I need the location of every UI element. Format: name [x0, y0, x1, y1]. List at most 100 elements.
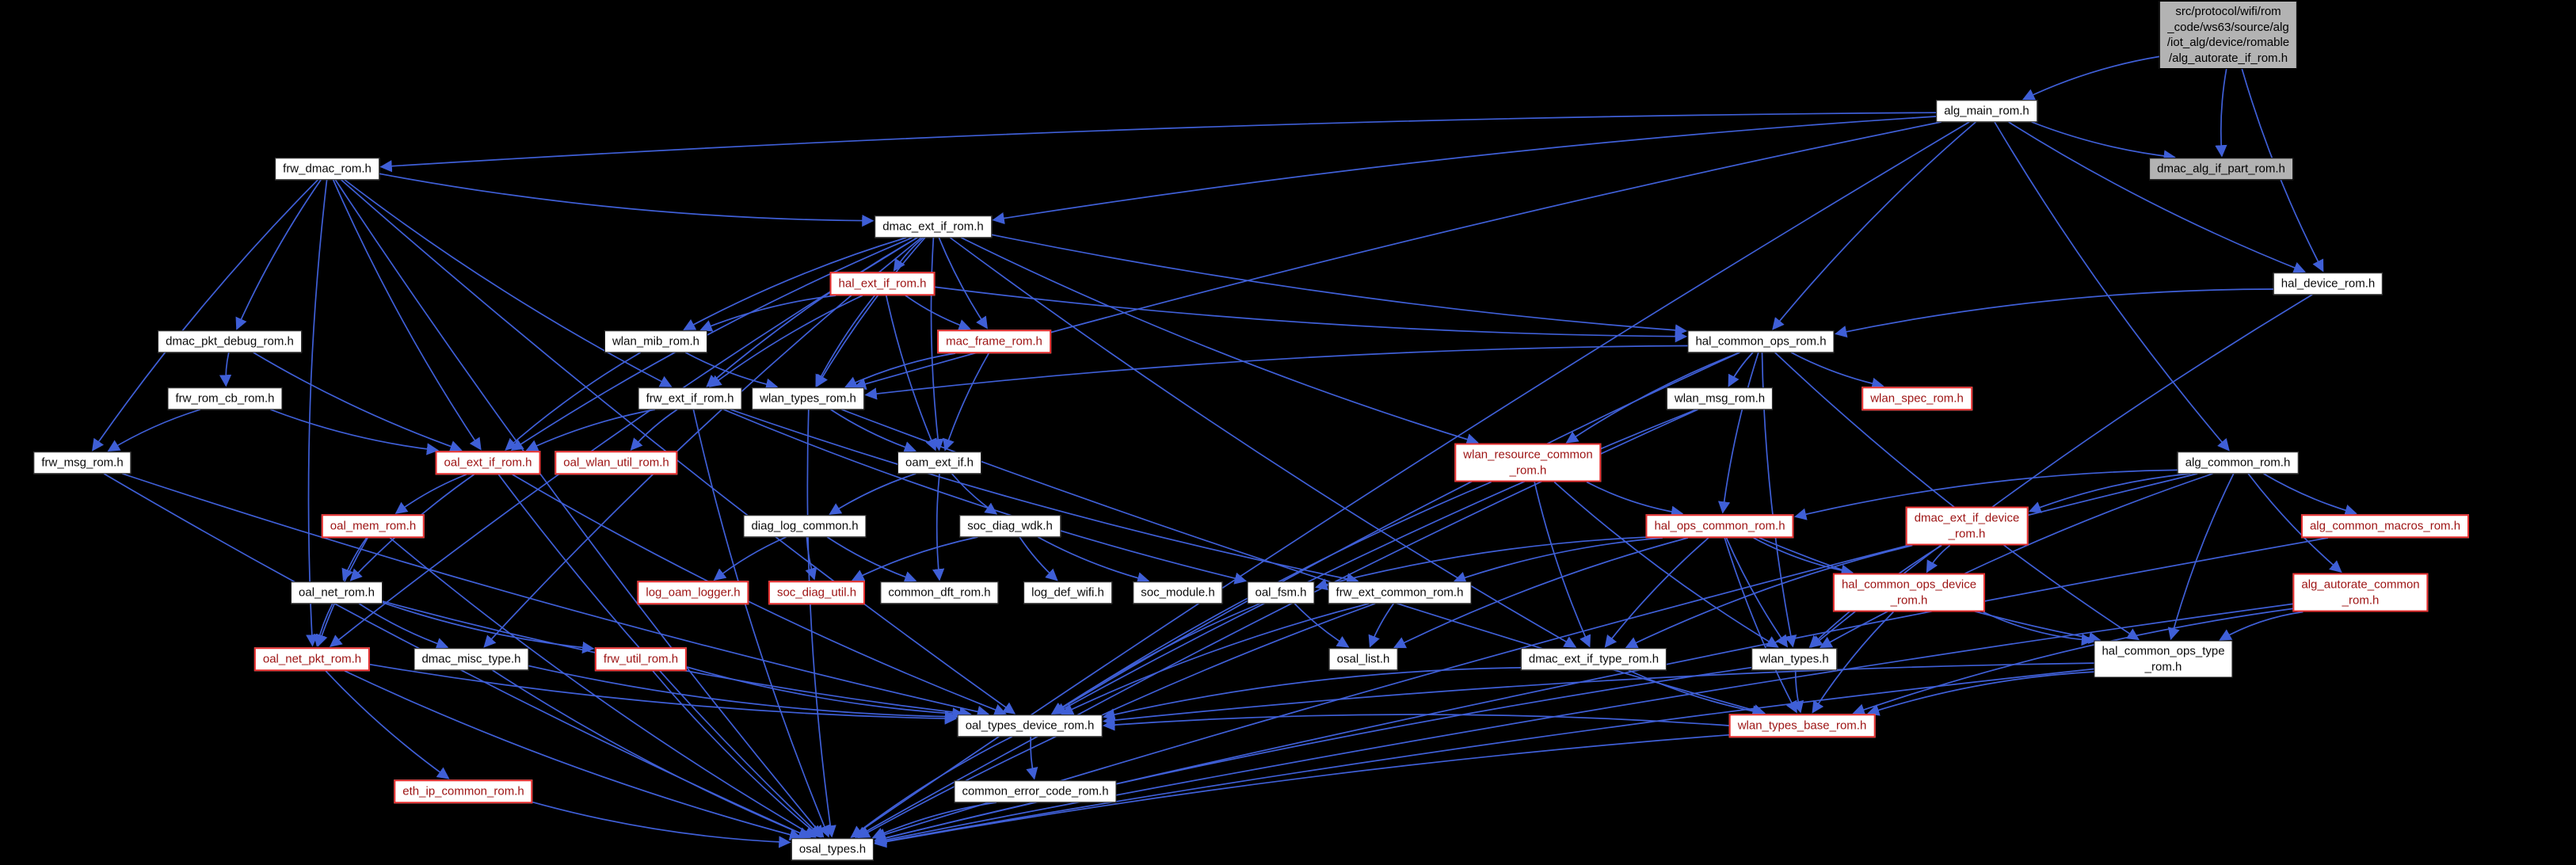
graph-node-alg_common_rom[interactable]: alg_common_rom.h	[2177, 452, 2299, 474]
graph-edge-frw_dmac_rom--oal_types_device_rom	[341, 179, 1016, 714]
graph-node-alg_autorate_common_rom[interactable]: alg_autorate_common _rom.h	[2292, 573, 2429, 612]
graph-node-soc_module[interactable]: soc_module.h	[1133, 581, 1223, 604]
graph-node-wlan_msg_rom[interactable]: wlan_msg_rom.h	[1666, 387, 1774, 410]
graph-edge-alg_common_rom--dmac_ext_if_device_rom	[2028, 473, 2191, 513]
graph-edge-hal_ops_common_rom--frw_ext_common_rom	[1453, 537, 1663, 584]
graph-node-oal_wlan_util_rom[interactable]: oal_wlan_util_rom.h	[554, 451, 678, 474]
graph-node-frw_ext_if_rom[interactable]: frw_ext_if_rom.h	[638, 387, 742, 410]
graph-edge-dmac_misc_type--osal_types	[492, 669, 812, 839]
graph-edge-frw_dmac_rom--frw_ext_if_rom	[344, 179, 673, 387]
graph-edge-alg_common_rom--hal_common_ops_type_rom	[2167, 473, 2235, 641]
graph-edge-mac_frame_rom--oam_ext_if	[943, 352, 989, 452]
graph-node-dmac_misc_type[interactable]: dmac_misc_type.h	[413, 648, 529, 670]
graph-node-dmac_pkt_debug_rom[interactable]: dmac_pkt_debug_rom.h	[158, 330, 302, 352]
graph-edge-wlan_types_base_rom--osal_types	[874, 734, 1729, 848]
graph-edge-wlan_types_rom--oam_ext_if	[830, 409, 916, 453]
graph-edge-root--alg_main_rom	[2022, 55, 2160, 101]
graph-node-hal_common_ops_rom[interactable]: hal_common_ops_rom.h	[1687, 330, 1835, 352]
graph-node-frw_ext_common_rom[interactable]: frw_ext_common_rom.h	[1328, 581, 1472, 604]
graph-edge-dmac_ext_if_rom--hal_common_ops_rom	[991, 234, 1688, 337]
graph-node-oal_net_rom[interactable]: oal_net_rom.h	[291, 581, 383, 604]
graph-node-frw_rom_cb_rom[interactable]: frw_rom_cb_rom.h	[167, 387, 283, 410]
graph-node-oal_types_device_rom[interactable]: oal_types_device_rom.h	[957, 714, 1103, 737]
graph-edge-dmac_ext_if_device_rom--dmac_ext_if_type_rom	[1625, 544, 1913, 649]
graph-node-oal_ext_if_rom[interactable]: oal_ext_if_rom.h	[435, 451, 541, 474]
graph-node-oal_fsm[interactable]: oal_fsm.h	[1247, 581, 1315, 604]
graph-node-wlan_types_rom[interactable]: wlan_types_rom.h	[752, 387, 864, 410]
graph-edge-alg_autorate_common_rom--wlan_types_base_rom	[1852, 608, 2293, 716]
graph-node-hal_common_ops_device_rom[interactable]: hal_common_ops_device _rom.h	[1832, 573, 1986, 612]
graph-node-dmac_alg_if_part_rom[interactable]: dmac_alg_if_part_rom.h	[2149, 158, 2293, 180]
graph-node-frw_msg_rom[interactable]: frw_msg_rom.h	[33, 452, 131, 474]
graph-node-wlan_resource_common_rom[interactable]: wlan_resource_common _rom.h	[1454, 443, 1602, 482]
graph-node-log_oam_logger[interactable]: log_oam_logger.h	[637, 581, 749, 604]
graph-edge-alg_main_rom--hal_common_ops_rom	[1772, 121, 1976, 330]
graph-edge-dmac_ext_if_rom--hal_ext_if_rom	[893, 237, 924, 272]
graph-node-soc_diag_util[interactable]: soc_diag_util.h	[768, 581, 866, 604]
graph-node-common_dft_rom[interactable]: common_dft_rom.h	[880, 581, 999, 604]
graph-node-hal_common_ops_type_rom[interactable]: hal_common_ops_type _rom.h	[2094, 640, 2233, 678]
graph-edge-hal_ext_if_rom--frw_ext_if_rom	[708, 295, 863, 387]
graph-edge-hal_ext_if_rom--mac_frame_rom	[905, 295, 971, 331]
graph-edge-root--dmac_alg_if_part_rom	[2215, 68, 2227, 158]
graph-node-frw_util_rom[interactable]: frw_util_rom.h	[594, 647, 688, 671]
graph-edge-wlan_resource_common_rom--dmac_ext_if_type_rom	[1534, 482, 1591, 648]
graph-edge-frw_dmac_rom--frw_msg_rom	[92, 179, 318, 452]
graph-edge-wlan_types_h--wlan_types_base_rom	[1792, 669, 1804, 714]
graph-edge-dmac_ext_if_rom--mac_frame_rom	[938, 237, 988, 330]
graph-node-dmac_ext_if_rom[interactable]: dmac_ext_if_rom.h	[875, 215, 992, 238]
graph-node-alg_common_macros_rom[interactable]: alg_common_macros_rom.h	[2300, 514, 2470, 538]
graph-edge-oal_net_rom--dmac_misc_type	[358, 603, 449, 650]
graph-edge-frw_dmac_rom--oal_net_pkt_rom	[306, 179, 328, 647]
graph-node-mac_frame_rom[interactable]: mac_frame_rom.h	[937, 330, 1051, 353]
graph-edge-soc_diag_wdk--soc_diag_util	[852, 536, 978, 581]
graph-node-hal_device_rom[interactable]: hal_device_rom.h	[2273, 272, 2384, 295]
graph-edge-frw_ext_if_rom--frw_ext_common_rom	[730, 409, 1359, 585]
graph-edge-oal_net_pkt_rom--eth_ip_common_rom	[325, 670, 450, 779]
graph-node-dmac_ext_if_device_rom[interactable]: dmac_ext_if_device _rom.h	[1905, 506, 2029, 546]
graph-edge-dmac_ext_if_rom--wlan_types_rom	[816, 237, 926, 387]
graph-edge-hal_common_ops_device_rom--hal_common_ops_type_rom	[1983, 611, 2094, 646]
graph-node-frw_dmac_rom[interactable]: frw_dmac_rom.h	[275, 158, 379, 180]
graph-node-root[interactable]: src/protocol/wifi/rom _code/ws63/source/…	[2159, 1, 2298, 69]
graph-edge-hal_ops_common_rom--osal_list	[1393, 537, 1689, 649]
graph-edge-hal_ops_common_rom--dmac_ext_if_type_rom	[1604, 537, 1709, 648]
graph-node-wlan_types_base_rom[interactable]: wlan_types_base_rom.h	[1728, 714, 1876, 737]
graph-edge-dmac_ext_if_type_rom--wlan_types_base_rom	[1628, 669, 1765, 718]
graph-node-hal_ext_if_rom[interactable]: hal_ext_if_rom.h	[829, 272, 936, 295]
graph-node-eth_ip_common_rom[interactable]: eth_ip_common_rom.h	[394, 779, 533, 803]
graph-node-oal_net_pkt_rom[interactable]: oal_net_pkt_rom.h	[253, 647, 371, 671]
graph-node-dmac_ext_if_type_rom[interactable]: dmac_ext_if_type_rom.h	[1520, 648, 1667, 670]
graph-edge-dmac_misc_type--oal_types_device_rom	[528, 665, 958, 723]
graph-node-wlan_spec_rom[interactable]: wlan_spec_rom.h	[1862, 387, 1972, 410]
graph-edge-wlan_resource_common_rom--hal_ops_common_rom	[1586, 481, 1684, 518]
graph-edge-oal_net_rom--oal_net_pkt_rom	[313, 603, 333, 647]
graph-node-hal_ops_common_rom[interactable]: hal_ops_common_rom.h	[1645, 514, 1794, 538]
graph-node-osal_list[interactable]: osal_list.h	[1328, 648, 1398, 670]
graph-node-alg_main_rom[interactable]: alg_main_rom.h	[1936, 100, 2037, 122]
graph-edge-dmac_ext_if_rom--oam_ext_if	[930, 237, 944, 452]
graph-edge-frw_ext_if_rom--oal_fsm	[723, 409, 1248, 585]
graph-node-wlan_mib_rom[interactable]: wlan_mib_rom.h	[604, 330, 708, 352]
graph-edge-hal_ops_common_rom--wlan_types_base_rom	[1724, 537, 1797, 714]
graph-edge-dmac_ext_if_rom--dmac_ext_if_type_rom	[949, 237, 1577, 648]
graph-edge-wlan_types_h--osal_types	[874, 666, 1752, 844]
graph-node-common_error_code_rom[interactable]: common_error_code_rom.h	[954, 780, 1117, 802]
graph-edge-frw_ext_common_rom--oal_types_device_rom	[1061, 603, 1370, 715]
graph-edge-oal_ext_if_rom--oal_mem_rom	[394, 474, 467, 514]
graph-node-oal_mem_rom[interactable]: oal_mem_rom.h	[321, 514, 425, 538]
graph-edge-alg_common_rom--wlan_types_h	[1820, 473, 2213, 648]
graph-node-oam_ext_if[interactable]: oam_ext_if.h	[897, 452, 981, 474]
graph-edge-hal_common_ops_rom--hal_ops_common_rom	[1717, 352, 1759, 514]
graph-node-soc_diag_wdk[interactable]: soc_diag_wdk.h	[959, 515, 1061, 537]
graph-edge-frw_ext_if_rom--oal_ext_if_rom	[525, 409, 656, 452]
graph-node-osal_types[interactable]: osal_types.h	[791, 838, 875, 860]
graph-edge-alg_common_rom--alg_common_macros_rom	[2263, 473, 2357, 516]
graph-edge-mac_frame_rom--wlan_types_rom	[844, 352, 956, 388]
graph-edge-dmac_ext_if_type_rom--oal_types_device_rom	[1103, 667, 1522, 721]
graph-node-diag_log_common[interactable]: diag_log_common.h	[743, 515, 867, 537]
graph-node-log_def_wifi[interactable]: log_def_wifi.h	[1023, 581, 1112, 604]
graph-node-wlan_types_h[interactable]: wlan_types.h	[1751, 648, 1837, 670]
